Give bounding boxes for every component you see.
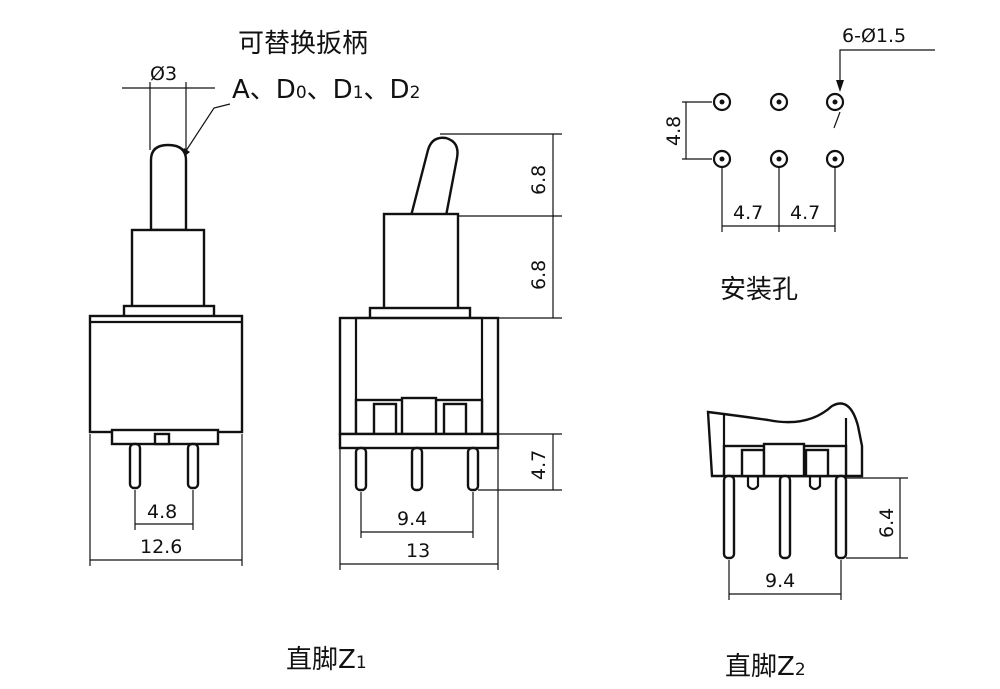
hole-47-left-label: 4.7 bbox=[733, 202, 763, 224]
mounting-holes-view: 6-Ø1.5 4.8 4.7 4.7 安装孔 bbox=[663, 25, 935, 305]
mount-holes-title: 安装孔 bbox=[720, 275, 798, 305]
z2-view: 6.4 9.4 bbox=[706, 402, 908, 600]
dia3-label: Ø3 bbox=[150, 63, 177, 85]
side-bushing bbox=[382, 212, 460, 312]
z2-caption: 直脚Z2 bbox=[725, 652, 806, 682]
d47-height-label: 4.7 bbox=[528, 450, 550, 480]
pin-left bbox=[128, 442, 142, 490]
note-line2: A、D0、D1、D2 bbox=[232, 75, 420, 105]
side-lever bbox=[409, 136, 459, 218]
hole bbox=[769, 92, 789, 112]
d13-label: 13 bbox=[406, 540, 430, 562]
hole bbox=[769, 149, 789, 169]
z2-pin-3 bbox=[834, 474, 848, 560]
hole-47-right-label: 4.7 bbox=[790, 202, 820, 224]
z1-caption: 直脚Z1 bbox=[286, 645, 367, 675]
hole bbox=[825, 149, 845, 169]
hole-48-label: 4.8 bbox=[663, 116, 685, 146]
hole-pattern bbox=[712, 92, 845, 169]
z2-pin-1 bbox=[722, 474, 736, 560]
hole-dia-label: 6-Ø1.5 bbox=[842, 25, 906, 47]
z2-pin-2 bbox=[778, 474, 792, 560]
d64-label: 6.4 bbox=[876, 508, 898, 538]
d94-z1-label: 9.4 bbox=[397, 508, 427, 530]
pin-right bbox=[186, 442, 200, 490]
switch-body bbox=[88, 314, 244, 434]
lever bbox=[149, 143, 188, 232]
d48-pins-label: 4.8 bbox=[147, 501, 177, 523]
d126-label: 12.6 bbox=[140, 536, 182, 558]
note-leader-line bbox=[179, 103, 231, 161]
side-view: 6.8 6.8 4.7 9.4 13 bbox=[338, 133, 562, 570]
d68-bottom-label: 6.8 bbox=[528, 260, 550, 290]
side-pin-3 bbox=[466, 446, 480, 492]
side-pin-1 bbox=[354, 446, 368, 492]
front-view: Ø3 4.8 12.6 bbox=[88, 63, 244, 566]
d94-z2-label: 9.4 bbox=[765, 570, 795, 592]
replaceable-lever-note: 可替换扳柄 A、D0、D1、D2 bbox=[179, 29, 420, 161]
note-line1: 可替换扳柄 bbox=[238, 29, 368, 59]
d68-top-label: 6.8 bbox=[528, 165, 550, 195]
hole bbox=[712, 149, 732, 169]
side-pin-2 bbox=[410, 446, 424, 492]
bushing bbox=[130, 228, 206, 310]
hole bbox=[825, 92, 845, 112]
hole bbox=[712, 92, 732, 112]
